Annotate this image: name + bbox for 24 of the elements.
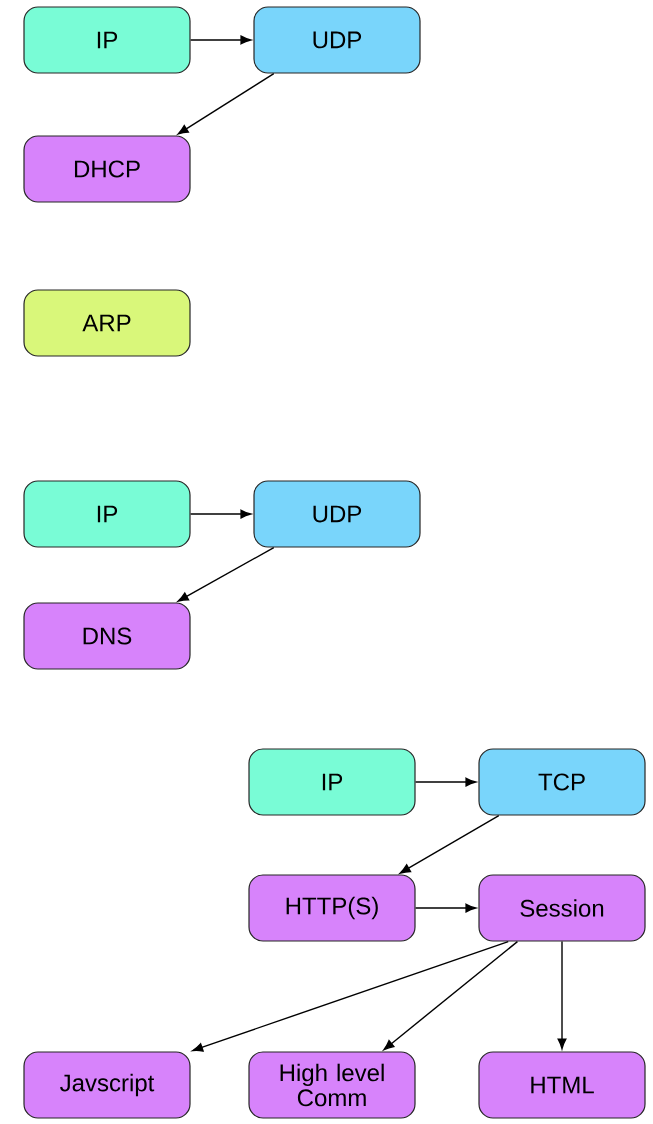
process-box: High level Comm — [248, 1051, 416, 1119]
process-box: IP — [23, 6, 191, 74]
arrow — [192, 940, 509, 1052]
process-box: ARP — [23, 289, 191, 357]
arrow — [414, 903, 477, 913]
arrow — [414, 777, 477, 787]
process-box: IP — [23, 480, 191, 548]
arrow — [557, 940, 567, 1050]
arrow — [189, 509, 252, 519]
process-box: UDP — [253, 480, 421, 548]
process-box: UDP — [253, 6, 421, 74]
process-box: HTML — [478, 1051, 646, 1119]
process-box: HTTP(S) — [248, 874, 416, 942]
arrow — [177, 546, 275, 602]
arrow — [399, 814, 500, 874]
arrow — [189, 35, 252, 45]
process-box: Javscript — [23, 1051, 191, 1119]
arrow — [383, 940, 519, 1051]
process-box: Session — [478, 874, 646, 942]
process-box: TCP — [478, 748, 646, 816]
process-box: DNS — [23, 602, 191, 670]
process-box: IP — [248, 748, 416, 816]
arrow — [177, 72, 275, 135]
process-box: DHCP — [23, 135, 191, 203]
